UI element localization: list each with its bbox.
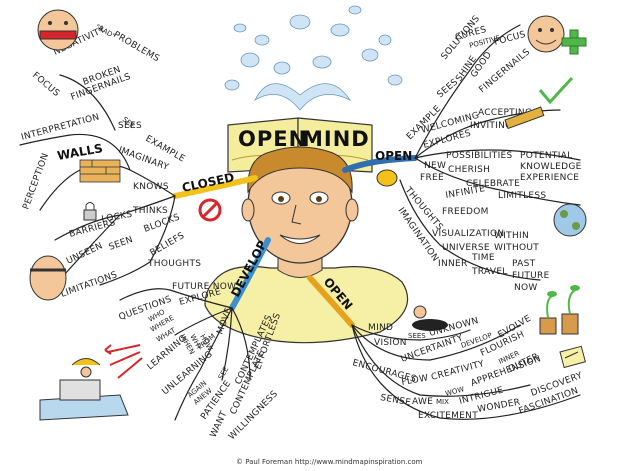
word-learning: LEARNING	[146, 333, 190, 372]
checkmark-icon	[538, 76, 574, 105]
word-universe: UNIVERSE	[442, 243, 490, 253]
word-experience: EXPERIENCE	[520, 173, 579, 183]
water-splash	[224, 5, 403, 111]
pencil-paper-icon	[559, 345, 587, 369]
word-limitless: LIMITLESS	[498, 191, 546, 201]
main-branch-lines	[172, 155, 418, 328]
red-arrows-icon	[104, 344, 143, 379]
plant-pots-icon	[539, 285, 580, 335]
word-possibilities: POSSIBILITIES	[446, 151, 513, 161]
word-beliefs: BELIEFS	[149, 231, 187, 259]
word-celebrate: CELEBRATE	[466, 179, 520, 189]
globe-faces-icon	[553, 203, 587, 237]
face-mouth-taped-icon	[37, 9, 79, 51]
beach-person-icon	[39, 358, 129, 421]
word-future-now: FUTURE NOW	[172, 282, 236, 292]
word-accepting: ACCEPTING	[478, 108, 532, 118]
word-knows: KNOWS	[133, 182, 169, 192]
word-focus-closed: FOCUS	[30, 71, 61, 99]
word-free: FREE	[420, 173, 444, 183]
brick-wall-icon	[79, 159, 121, 183]
telescope-icon	[504, 106, 545, 130]
word-inner: INNER	[438, 259, 468, 269]
develop-sub-branch-lines	[119, 288, 251, 421]
word-seen: SEEN	[108, 235, 135, 253]
word-barriers: BARRIERS	[68, 218, 117, 240]
word-knowledge: KNOWLEDGE	[520, 162, 582, 172]
word-solutions: SOLUTIONS	[440, 14, 483, 62]
word-sees-closed: SEES	[118, 121, 142, 131]
word-sees-mind: SEES	[408, 332, 426, 340]
mind-sub-branch-lines	[351, 324, 581, 420]
word-now: NOW	[514, 283, 538, 293]
word-limitations: LIMITATIONS	[60, 270, 119, 300]
no-entry-sign-icon	[198, 198, 222, 222]
word-cherish: CHERISH	[448, 165, 490, 175]
title-mind: MIND	[302, 127, 370, 151]
smiling-face-icon	[527, 15, 565, 53]
hole-peek-icon	[412, 305, 448, 331]
word-time: TIME	[471, 253, 495, 263]
word-past: PAST	[512, 259, 536, 269]
face-blindfold-icon	[29, 255, 67, 301]
word-mix: MIX	[436, 398, 449, 406]
word-problems: PROBLEMS	[112, 30, 162, 64]
word-sense: SENSE	[379, 393, 411, 408]
word-interpretation: INTERPRETATION	[20, 112, 100, 143]
branch-open-right: OPEN	[375, 149, 412, 163]
word-freedom: FREEDOM	[442, 207, 489, 217]
word-see-develop: SEE	[217, 365, 231, 381]
word-thinks: THINKS	[132, 206, 168, 216]
word-mind: MIND	[368, 323, 393, 333]
word-perception: PERCEPTION	[21, 152, 51, 211]
central-figure	[204, 146, 409, 344]
brain-icon	[376, 169, 398, 187]
word-within: WITHIN	[494, 231, 529, 241]
word-future: FUTURE	[512, 271, 550, 281]
word-awe: AWE	[412, 397, 433, 407]
word-inviting: INVITING	[470, 121, 512, 131]
word-new: NEW	[424, 161, 446, 171]
word-travel: TRAVEL	[471, 267, 508, 277]
copyright-footer: © Paul Foreman http://www.mindmapinspira…	[236, 458, 423, 466]
word-focus-open: FOCUS	[493, 30, 527, 48]
lock-icon	[83, 202, 97, 221]
word-excitement: EXCITEMENT	[418, 411, 478, 421]
word-unseen: UNSEEN	[65, 241, 105, 267]
word-vision: VISION	[374, 338, 407, 348]
green-plus-icon	[561, 29, 587, 55]
word-infinite: INFINITE	[445, 184, 486, 201]
word-flow: FLOW	[401, 373, 429, 388]
word-without: WITHOUT	[494, 243, 539, 253]
word-potential: POTENTIAL	[520, 151, 572, 161]
word-thoughts-closed: THOUGHTS	[147, 259, 201, 269]
word-visualization: VISUALIZATION	[432, 229, 504, 239]
